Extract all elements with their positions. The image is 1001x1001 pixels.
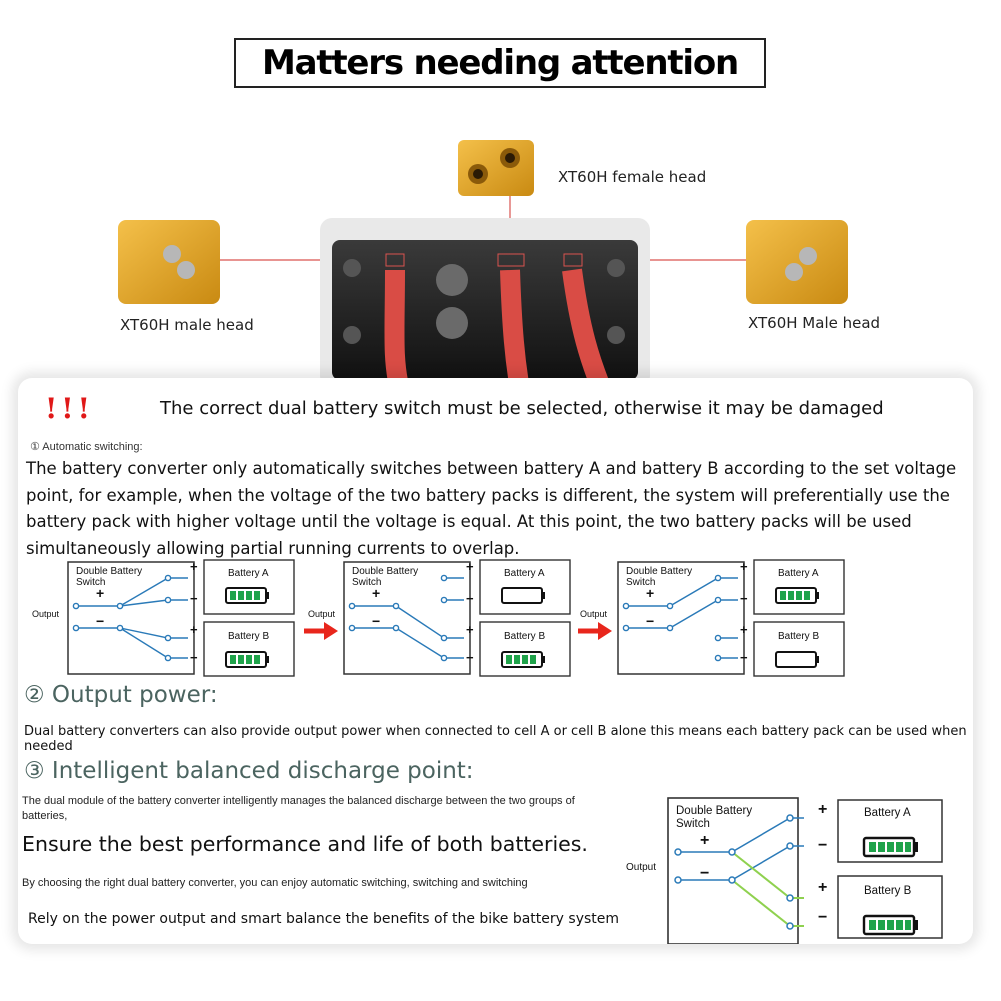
battery-b-plus: + xyxy=(740,622,748,637)
switch-plus-sign: + xyxy=(700,832,709,849)
switch-label-line1: Double Battery xyxy=(352,566,418,577)
switch-minus-sign: − xyxy=(372,613,380,629)
warning-icon: !!! xyxy=(45,392,94,425)
battery-b-minus: − xyxy=(818,909,827,926)
battery-b-plus: + xyxy=(466,622,474,637)
battery-empty-icon xyxy=(501,587,545,604)
battery-b-label: Battery B xyxy=(228,631,269,642)
xt60-female-connector-image xyxy=(458,140,534,196)
battery-b-minus: − xyxy=(190,650,198,665)
battery-a-plus: + xyxy=(190,559,198,574)
battery-a-plus: + xyxy=(818,801,827,818)
battery-a-minus: − xyxy=(740,591,748,606)
battery-b-plus: + xyxy=(190,622,198,637)
battery-full-icon xyxy=(225,651,269,668)
switch-plus-sign: + xyxy=(646,585,654,601)
battery-a-plus: + xyxy=(740,559,748,574)
male-connector-left-label: XT60H male head xyxy=(120,316,254,334)
warning-text: The correct dual battery switch must be … xyxy=(160,398,884,419)
section2-heading: ② Output power: xyxy=(24,682,218,708)
switch-label-line2: Switch xyxy=(676,818,710,830)
battery-a-minus: − xyxy=(190,591,198,606)
battery-a-minus: − xyxy=(818,837,827,854)
switch-plus-sign: + xyxy=(372,585,380,601)
section3-heading: ③ Intelligent balanced discharge point: xyxy=(24,758,474,784)
battery-b-label: Battery B xyxy=(504,631,545,642)
balanced-discharge-diagram: Output Double Battery Switch + − + − + −… xyxy=(626,797,943,944)
battery-b-minus: − xyxy=(466,650,474,665)
red-arrow-icon xyxy=(304,622,338,640)
section1-heading: ① Automatic switching: xyxy=(30,441,143,453)
battery-a-label: Battery A xyxy=(778,568,819,579)
switch-label-line1: Double Battery xyxy=(76,566,142,577)
device-box-image xyxy=(320,218,650,380)
switch-plus-sign: + xyxy=(96,585,104,601)
section1-body: The battery converter only automatically… xyxy=(26,459,957,558)
output-label: Output xyxy=(626,862,656,873)
switch-minus-sign: − xyxy=(646,613,654,629)
switch-label-line1: Double Battery xyxy=(676,805,752,817)
switch-label-line2: Switch xyxy=(626,577,655,588)
battery-full-icon xyxy=(225,587,269,604)
section3-body3: By choosing the right dual battery conve… xyxy=(22,877,528,889)
switch-label-line1: Double Battery xyxy=(626,566,692,577)
battery-a-label: Battery A xyxy=(504,568,545,579)
battery-b-minus: − xyxy=(740,650,748,665)
output-label: Output xyxy=(308,609,336,619)
switch-diagram-3: Double Battery Switch + − + − + − Batter… xyxy=(617,559,845,677)
battery-a-label: Battery A xyxy=(864,807,911,819)
xt60-male-connector-left-image xyxy=(118,220,220,304)
switch-label-line2: Switch xyxy=(352,577,381,588)
battery-full-icon xyxy=(501,651,545,668)
title-box: Matters needing attention xyxy=(234,38,766,88)
female-connector-label: XT60H female head xyxy=(558,168,707,186)
output-label: Output xyxy=(580,609,608,619)
battery-empty-icon xyxy=(775,651,819,668)
battery-b-plus: + xyxy=(818,879,827,896)
section3-body1: The dual module of the battery converter… xyxy=(22,795,575,822)
section3-body2: Ensure the best performance and life of … xyxy=(22,832,588,856)
switch-label-line2: Switch xyxy=(76,577,105,588)
battery-a-minus: − xyxy=(466,591,474,606)
battery-full-icon xyxy=(775,587,819,604)
switch-minus-sign: − xyxy=(96,613,104,629)
red-arrow-icon xyxy=(578,622,612,640)
battery-full-icon xyxy=(862,836,918,858)
switch-minus-sign: − xyxy=(700,865,709,882)
product-photo xyxy=(118,140,848,380)
battery-full-icon xyxy=(862,914,918,936)
battery-b-label: Battery B xyxy=(778,631,819,642)
output-label: Output xyxy=(32,609,60,619)
section3-body4: Rely on the power output and smart balan… xyxy=(28,911,620,927)
switch-diagram-1: Double Battery Switch + − Output + − + −… xyxy=(32,559,295,677)
battery-a-label: Battery A xyxy=(228,568,269,579)
battery-a-plus: + xyxy=(466,559,474,574)
switching-diagrams: Double Battery Switch + − Output + − + −… xyxy=(32,559,845,677)
battery-b-label: Battery B xyxy=(864,885,912,897)
xt60-male-connector-right-image xyxy=(746,220,848,304)
male-connector-right-label: XT60H Male head xyxy=(748,314,881,332)
page-title: Matters needing attention xyxy=(261,43,739,83)
section2-body: Dual battery converters can also provide… xyxy=(24,724,967,754)
switch-diagram-2: Double Battery Switch + − + − + − Batter… xyxy=(343,559,571,677)
